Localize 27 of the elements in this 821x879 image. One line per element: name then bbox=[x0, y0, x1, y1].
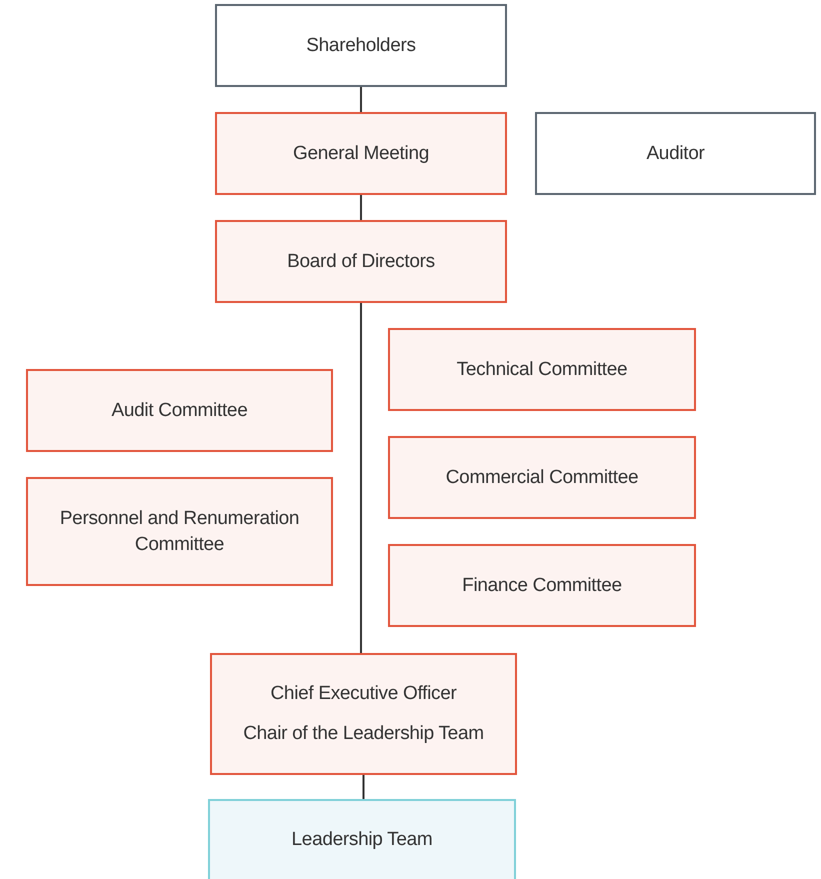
org-box bbox=[388, 436, 696, 519]
box-label: Technical Committee bbox=[456, 358, 628, 382]
box-label: Leadership Team bbox=[292, 828, 432, 852]
box-label: Shareholders bbox=[306, 34, 416, 58]
box-label: Personnel and Renumeration Committee bbox=[58, 506, 300, 556]
org-box bbox=[215, 112, 507, 195]
box-label: Commercial Committee bbox=[446, 466, 638, 490]
box-label: Chair of the Leadership Team bbox=[243, 722, 484, 746]
connector-line bbox=[360, 303, 362, 653]
box-label: Auditor bbox=[646, 142, 705, 166]
box-label: General Meeting bbox=[293, 142, 429, 166]
org-box bbox=[215, 220, 507, 303]
org-box bbox=[388, 328, 696, 411]
org-box bbox=[210, 653, 517, 775]
box-label: Audit Committee bbox=[112, 398, 248, 423]
org-box bbox=[26, 369, 333, 452]
org-box bbox=[26, 477, 333, 586]
connector-line bbox=[360, 195, 362, 220]
box-label: Finance Committee bbox=[462, 574, 622, 598]
org-box bbox=[535, 112, 816, 195]
connector-line bbox=[360, 87, 362, 112]
org-box bbox=[388, 544, 696, 627]
connector-line bbox=[362, 775, 364, 799]
box-label: Board of Directors bbox=[287, 250, 435, 274]
org-box bbox=[215, 4, 507, 87]
org-box bbox=[208, 799, 516, 879]
box-label: Chief Executive Officer bbox=[270, 682, 456, 706]
